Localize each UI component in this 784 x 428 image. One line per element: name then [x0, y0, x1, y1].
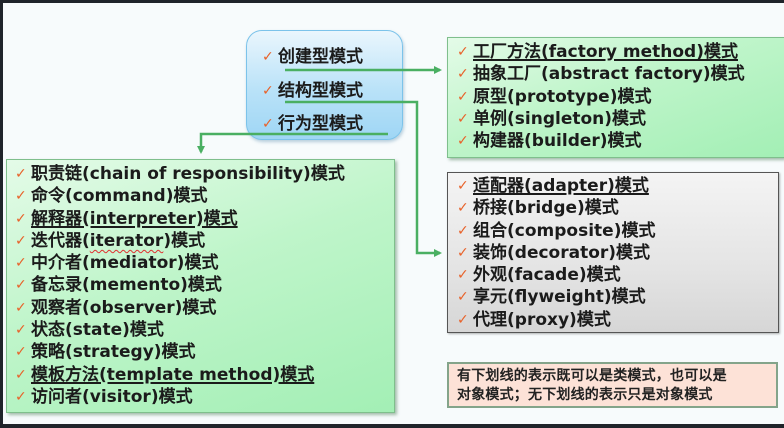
pattern-label: 享元(flyweight)模式 [473, 287, 646, 308]
check-icon: ✓ [15, 299, 27, 316]
pattern-item[interactable]: ✓中介者(mediator)模式 [15, 252, 345, 274]
category-list: ✓创建型模式 ✓结构型模式 ✓行为型模式 [262, 41, 363, 142]
check-icon: ✓ [15, 255, 27, 272]
pattern-item[interactable]: ✓访问者(visitor)模式 [15, 386, 345, 408]
note-line: 对象模式；无下划线的表示只是对象模式 [457, 387, 713, 403]
behavioral-patterns-box: ✓职责链(chain of responsibility)模式 ✓命令(comm… [6, 159, 395, 413]
check-icon: ✓ [457, 44, 469, 60]
pattern-category-box: ✓创建型模式 ✓结构型模式 ✓行为型模式 [246, 30, 403, 140]
pattern-item[interactable]: ✓工厂方法(factory method)模式 [457, 41, 745, 63]
pattern-item[interactable]: ✓装饰(decorator)模式 [457, 242, 655, 264]
check-icon: ✓ [457, 200, 469, 217]
pattern-label: 迭代器(iterator)模式 [31, 230, 206, 251]
pattern-label: 命令(command)模式 [31, 186, 208, 207]
check-icon: ✓ [15, 322, 27, 339]
spellcheck-flag: iterator [89, 230, 164, 251]
check-icon: ✓ [15, 277, 27, 294]
pattern-item[interactable]: ✓组合(composite)模式 [457, 220, 655, 242]
pattern-label: 原型(prototype)模式 [473, 86, 652, 107]
pattern-label: 桥接(bridge)模式 [473, 198, 619, 219]
pattern-item[interactable]: ✓享元(flyweight)模式 [457, 286, 655, 308]
pattern-item[interactable]: ✓模板方法(template method)模式 [15, 364, 345, 386]
pattern-label: 中介者(mediator)模式 [31, 253, 219, 274]
pattern-item[interactable]: ✓策略(strategy)模式 [15, 341, 345, 363]
pattern-item[interactable]: ✓状态(state)模式 [15, 319, 345, 341]
structural-patterns-box: ✓适配器(adapter)模式 ✓桥接(bridge)模式 ✓组合(compos… [447, 172, 779, 333]
check-icon: ✓ [457, 66, 469, 83]
pattern-label: 抽象工厂(abstract factory)模式 [473, 64, 745, 85]
pattern-label: 职责链(chain of responsibility)模式 [31, 164, 345, 184]
pattern-item[interactable]: ✓桥接(bridge)模式 [457, 197, 655, 219]
check-icon: ✓ [262, 116, 274, 132]
pattern-item[interactable]: ✓代理(proxy)模式 [457, 309, 655, 331]
check-icon: ✓ [15, 232, 27, 249]
pattern-label: 状态(state)模式 [31, 320, 164, 341]
pattern-label: 构建器(builder)模式 [473, 131, 642, 152]
pattern-label: 工厂方法(factory method)模式 [473, 42, 738, 62]
check-icon: ✓ [15, 344, 27, 361]
pattern-item[interactable]: ✓原型(prototype)模式 [457, 86, 745, 108]
check-icon: ✓ [457, 110, 469, 127]
pattern-item[interactable]: ✓迭代器(iterator)模式 [15, 230, 345, 252]
check-icon: ✓ [457, 244, 469, 261]
note-line: 有下划线的表示既可以是类模式，也可以是 [457, 368, 727, 384]
check-icon: ✓ [457, 222, 469, 239]
pattern-label: 装饰(decorator)模式 [473, 242, 651, 263]
check-icon: ✓ [457, 311, 469, 328]
check-icon: ✓ [457, 88, 469, 105]
category-creational[interactable]: ✓创建型模式 [262, 41, 363, 75]
pattern-item[interactable]: ✓解释器(interpreter)模式 [15, 208, 345, 230]
pattern-label: 组合(composite)模式 [473, 220, 656, 241]
pattern-item[interactable]: ✓适配器(adapter)模式 [457, 175, 655, 197]
check-icon: ✓ [15, 188, 27, 205]
pattern-label: 观察者(observer)模式 [31, 297, 217, 318]
category-label: 结构型模式 [278, 80, 363, 101]
pattern-item[interactable]: ✓命令(command)模式 [15, 185, 345, 207]
check-icon: ✓ [457, 133, 469, 150]
check-icon: ✓ [15, 388, 27, 405]
pattern-label: 代理(proxy)模式 [473, 309, 611, 330]
check-icon: ✓ [457, 267, 469, 284]
category-label: 创建型模式 [278, 47, 363, 67]
check-icon: ✓ [15, 210, 27, 227]
pattern-label: 解释器(interpreter)模式 [31, 208, 238, 229]
pattern-item[interactable]: ✓抽象工厂(abstract factory)模式 [457, 63, 745, 85]
legend-note-box: 有下划线的表示既可以是类模式，也可以是 对象模式；无下划线的表示只是对象模式 [447, 362, 778, 408]
check-icon: ✓ [262, 82, 274, 99]
pattern-item[interactable]: ✓观察者(observer)模式 [15, 297, 345, 319]
pattern-label: 外观(facade)模式 [473, 265, 621, 286]
behavioral-pattern-list: ✓职责链(chain of responsibility)模式 ✓命令(comm… [15, 163, 345, 408]
pattern-label: 单例(singleton)模式 [473, 108, 647, 129]
structural-pattern-list: ✓适配器(adapter)模式 ✓桥接(bridge)模式 ✓组合(compos… [457, 175, 655, 331]
pattern-item[interactable]: ✓外观(facade)模式 [457, 264, 655, 286]
pattern-item[interactable]: ✓单例(singleton)模式 [457, 108, 745, 130]
creational-pattern-list: ✓工厂方法(factory method)模式 ✓抽象工厂(abstract f… [457, 41, 745, 152]
pattern-item[interactable]: ✓构建器(builder)模式 [457, 130, 745, 152]
pattern-label: 策略(strategy)模式 [31, 342, 196, 363]
pattern-label: 模板方法(template method)模式 [31, 364, 315, 385]
check-icon: ✓ [262, 49, 274, 65]
category-behavioral[interactable]: ✓行为型模式 [262, 108, 363, 142]
pattern-label: 备忘录(memento)模式 [31, 275, 222, 296]
creational-patterns-box: ✓工厂方法(factory method)模式 ✓抽象工厂(abstract f… [447, 37, 784, 158]
check-icon: ✓ [15, 166, 27, 182]
category-structural[interactable]: ✓结构型模式 [262, 75, 363, 109]
pattern-label: 适配器(adapter)模式 [473, 176, 649, 196]
check-icon: ✓ [15, 366, 27, 383]
pattern-item[interactable]: ✓职责链(chain of responsibility)模式 [15, 163, 345, 185]
check-icon: ✓ [457, 289, 469, 306]
pattern-label: 访问者(visitor)模式 [31, 386, 193, 407]
category-label: 行为型模式 [278, 114, 363, 134]
check-icon: ✓ [457, 178, 469, 194]
pattern-item[interactable]: ✓备忘录(memento)模式 [15, 274, 345, 296]
